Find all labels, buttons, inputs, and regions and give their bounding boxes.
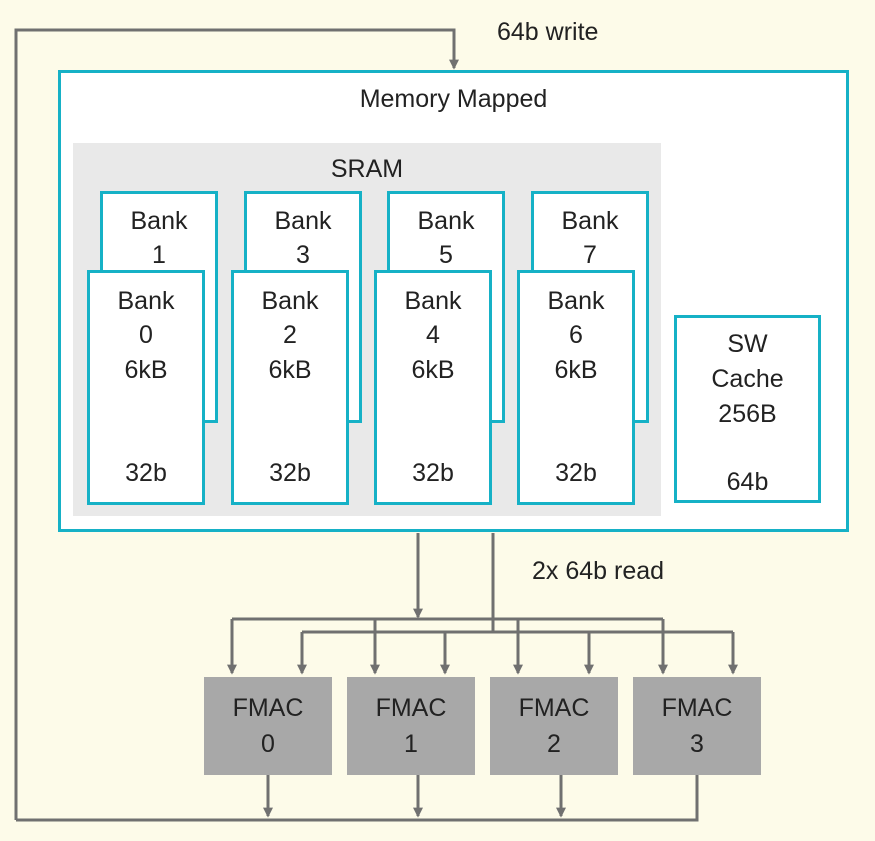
- bank-4-label: Bank: [404, 287, 462, 315]
- bank-5-index: 5: [439, 241, 453, 269]
- fmac-0-index: 0: [261, 730, 275, 758]
- bank-2-label: Bank: [261, 287, 319, 315]
- bank-2-index: 2: [283, 321, 297, 349]
- sw-cache: SW Cache 256B 64b: [674, 315, 821, 503]
- bank-7-index: 7: [583, 241, 597, 269]
- bank-2: Bank 2 6kB 32b: [231, 270, 349, 505]
- bank-0-index: 0: [139, 321, 153, 349]
- write-bus-wire: [16, 775, 699, 822]
- sw-cache-line2: Cache: [711, 365, 784, 393]
- sw-cache-line1: SW: [727, 330, 768, 358]
- bank-3-label: Bank: [274, 207, 332, 235]
- bank-1-index: 1: [152, 241, 166, 269]
- bank-0: Bank 0 6kB 32b: [87, 270, 205, 505]
- fmac-1: FMAC 1: [347, 677, 475, 775]
- sw-cache-width: 64b: [726, 468, 769, 496]
- bank-6-width: 32b: [555, 459, 597, 487]
- bank-2-width: 32b: [269, 459, 311, 487]
- bank-4-index: 4: [426, 321, 440, 349]
- fmac-1-index: 1: [404, 730, 418, 758]
- memory-mapped-title: Memory Mapped: [359, 85, 548, 113]
- bank-3-index: 3: [296, 241, 310, 269]
- bank-5-label: Bank: [417, 207, 475, 235]
- bank-6-index: 6: [569, 321, 583, 349]
- bank-0-size: 6kB: [124, 356, 168, 384]
- bank-6-size: 6kB: [554, 356, 598, 384]
- read-label: 2x 64b read: [532, 557, 665, 585]
- bank-6: Bank 6 6kB 32b: [517, 270, 635, 505]
- fmac-3-index: 3: [690, 730, 704, 758]
- bank-0-label: Bank: [117, 287, 175, 315]
- sram-title: SRAM: [330, 155, 404, 183]
- bank-4: Bank 4 6kB 32b: [374, 270, 492, 505]
- fmac-1-label: FMAC: [375, 694, 447, 722]
- fmac-3: FMAC 3: [633, 677, 761, 775]
- fmac-0-label: FMAC: [232, 694, 304, 722]
- bank-2-size: 6kB: [268, 356, 312, 384]
- write-loop-wire: [14, 28, 459, 820]
- write-label: 64b write: [497, 18, 599, 46]
- bank-6-label: Bank: [547, 287, 605, 315]
- bank-4-width: 32b: [412, 459, 454, 487]
- bank-7-label: Bank: [561, 207, 619, 235]
- bank-1-label: Bank: [130, 207, 188, 235]
- fmac-2: FMAC 2: [490, 677, 618, 775]
- fmac-3-label: FMAC: [661, 694, 733, 722]
- fmac-0: FMAC 0: [204, 677, 332, 775]
- fmac-2-index: 2: [547, 730, 561, 758]
- fmac-2-label: FMAC: [518, 694, 590, 722]
- bank-4-size: 6kB: [411, 356, 455, 384]
- bank-0-width: 32b: [125, 459, 167, 487]
- sw-cache-size: 256B: [718, 400, 777, 428]
